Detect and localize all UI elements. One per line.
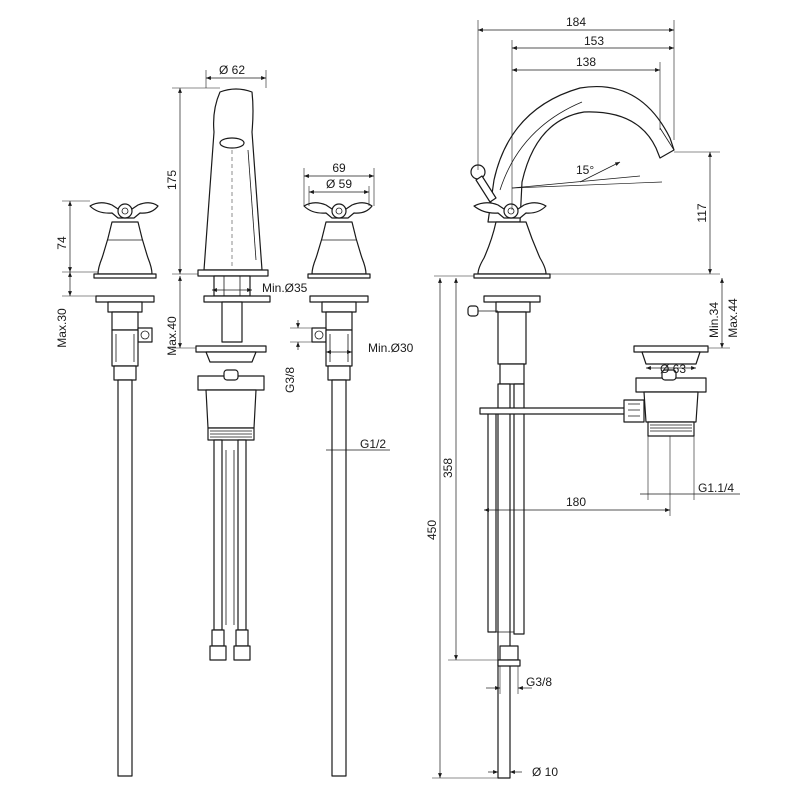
dim-184: 184	[566, 15, 586, 29]
dim-450: 450	[425, 520, 439, 540]
dim-175: 175	[165, 170, 179, 190]
dim-117: 117	[695, 203, 709, 222]
dim-358: 358	[441, 458, 455, 478]
dim-angle-15: 15°	[576, 163, 594, 177]
spout-body	[203, 88, 263, 271]
popup-rod	[479, 407, 627, 415]
right-supply-pipe	[331, 379, 347, 777]
dim-g114: G1.1/4	[698, 481, 734, 495]
spout-front-view: Ø 62 175 Max.40 Min.Ø35	[165, 63, 308, 661]
left-bell-body	[97, 221, 153, 275]
dim-138: 138	[576, 55, 596, 69]
right-bell-body	[311, 221, 367, 275]
dim-g12: G1/2	[360, 437, 386, 451]
dim-min35: Min.Ø35	[262, 281, 308, 295]
dim-d59: Ø 59	[326, 177, 352, 191]
dim-d10: Ø 10	[532, 765, 558, 779]
dim-max44: Max.44	[726, 298, 740, 338]
popup-waste-top	[195, 345, 267, 353]
dim-max30: Max.30	[55, 308, 69, 348]
dim-d62: Ø 62	[219, 63, 245, 77]
dim-min30: Min.Ø30	[368, 341, 414, 355]
dim-153: 153	[584, 34, 604, 48]
dim-69: 69	[332, 161, 346, 175]
dim-max40: Max.40	[165, 316, 179, 356]
left-flange	[95, 295, 155, 303]
left-handle-valve: 74 Max.30	[55, 200, 159, 777]
dim-180: 180	[566, 495, 586, 509]
left-handle-boss	[117, 203, 133, 219]
side-waste-top	[633, 345, 709, 353]
dim-g38-bottom: G3/8	[526, 675, 552, 689]
left-supply-pipe	[117, 379, 133, 777]
right-handle-valve: 69 Ø 59 G3/8 Min.Ø30 G1/2	[283, 161, 414, 777]
dim-d63: Ø 63	[660, 362, 686, 376]
dim-74: 74	[55, 236, 69, 250]
side-view-assembly: 184 153 138 15° 117 Min.34 Max.44 Ø 63 G…	[425, 15, 740, 779]
side-spout	[487, 86, 675, 223]
dim-g38-left: G3/8	[283, 367, 297, 393]
side-pipe-a	[497, 383, 511, 779]
dim-min34: Min.34	[707, 302, 721, 338]
